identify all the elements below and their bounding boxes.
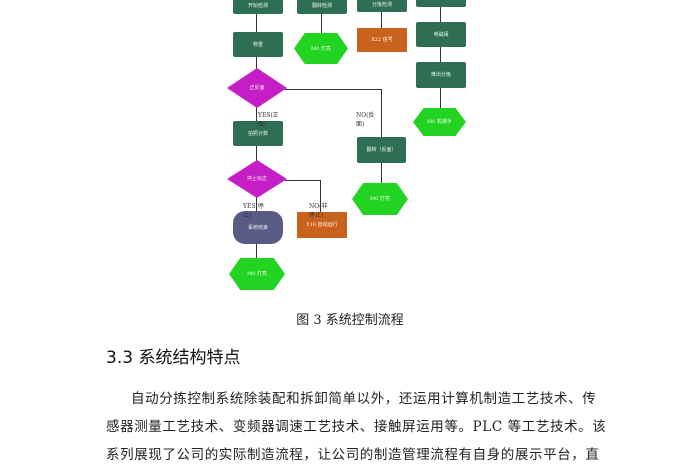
paragraph-line: 自动分拣控制系统除装配和拆卸简单以外，还运用计算机制造工艺技术、传 [131, 391, 597, 407]
front-back-decision: 正反面 [227, 68, 287, 108]
paragraph-line: 系列展现了公司的实际制造流程，让公司的制造管理流程有自身的展示平台，直 [106, 447, 600, 463]
mid-output: M0 灯亮 [294, 33, 348, 64]
flip-box: 翻转（反面） [357, 137, 406, 163]
no-stop-label: NO(非停止) [309, 203, 328, 219]
x22-signal-box: X22 信号 [357, 28, 407, 52]
paragraph-line: 感器测量工艺技术、变频器调速工艺技术、接触屏运用等。PLC 等工艺技术。该 [106, 419, 607, 435]
section-heading: 3.3 系统结构特点 [106, 348, 241, 368]
yes-stop-label: YES(停止) [243, 203, 264, 219]
right-top-box: 分拣检测 [357, 0, 407, 12]
far-top-box [416, 0, 466, 7]
yes-front-label: YES(正面) [258, 112, 279, 128]
start-box: 开始检测 [233, 0, 283, 14]
flip-output: M0 灯亮 [352, 183, 408, 215]
figure-caption: 图 3 系统控制流程 [296, 313, 404, 328]
push-box: 推出分拣 [416, 62, 466, 88]
stop-flag-decision: 停止标志 [227, 160, 287, 198]
robot-output: M0 机械手 [413, 108, 466, 136]
no-back-label: NO(反面) [356, 112, 375, 128]
mid-top-box: 翻转检测 [297, 0, 347, 14]
lamp-output: M0 灯亮 [229, 258, 285, 290]
valve-box: 电磁阀 [416, 22, 466, 47]
end-terminal: 系统结束 [233, 211, 283, 244]
count-box: 拍照计数 [233, 121, 283, 146]
weigh-box: 称重 [233, 32, 283, 57]
y10-signal-box: Y10 自动运行 [297, 212, 347, 238]
